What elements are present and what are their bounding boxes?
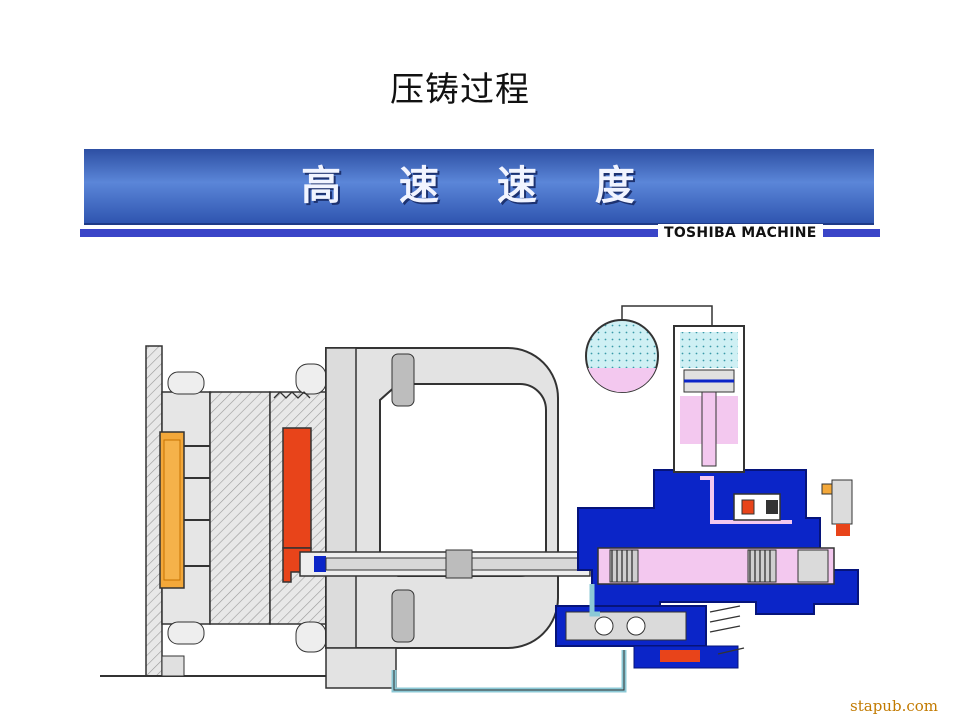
banner: 高 速 速 度: [84, 149, 874, 225]
watermark: stapub.com: [850, 697, 938, 715]
shot-cylinder-block: [573, 469, 859, 641]
nitrogen-bottle: [585, 305, 713, 393]
lower-valve-assembly: [555, 605, 745, 669]
banner-heading: 高 速 速 度: [301, 163, 657, 209]
brand-label: TOSHIBA MACHINE: [658, 224, 823, 242]
die-cavity-molten-metal: [282, 427, 312, 583]
page-title: 压铸过程: [390, 70, 530, 110]
shot-sleeve: [299, 549, 617, 579]
control-valve-block: [733, 479, 853, 536]
fixed-platen-wall: [100, 345, 395, 677]
clamp-c-frame: [325, 347, 559, 689]
piston-spring-left: [609, 549, 639, 583]
moving-die-half: [161, 371, 271, 645]
piston-spring-right: [747, 549, 777, 583]
accumulator-cylinder: [673, 325, 745, 473]
ejector-plate: [159, 431, 210, 589]
oil-return-lines: [391, 584, 627, 693]
banner-rule: [80, 229, 880, 237]
